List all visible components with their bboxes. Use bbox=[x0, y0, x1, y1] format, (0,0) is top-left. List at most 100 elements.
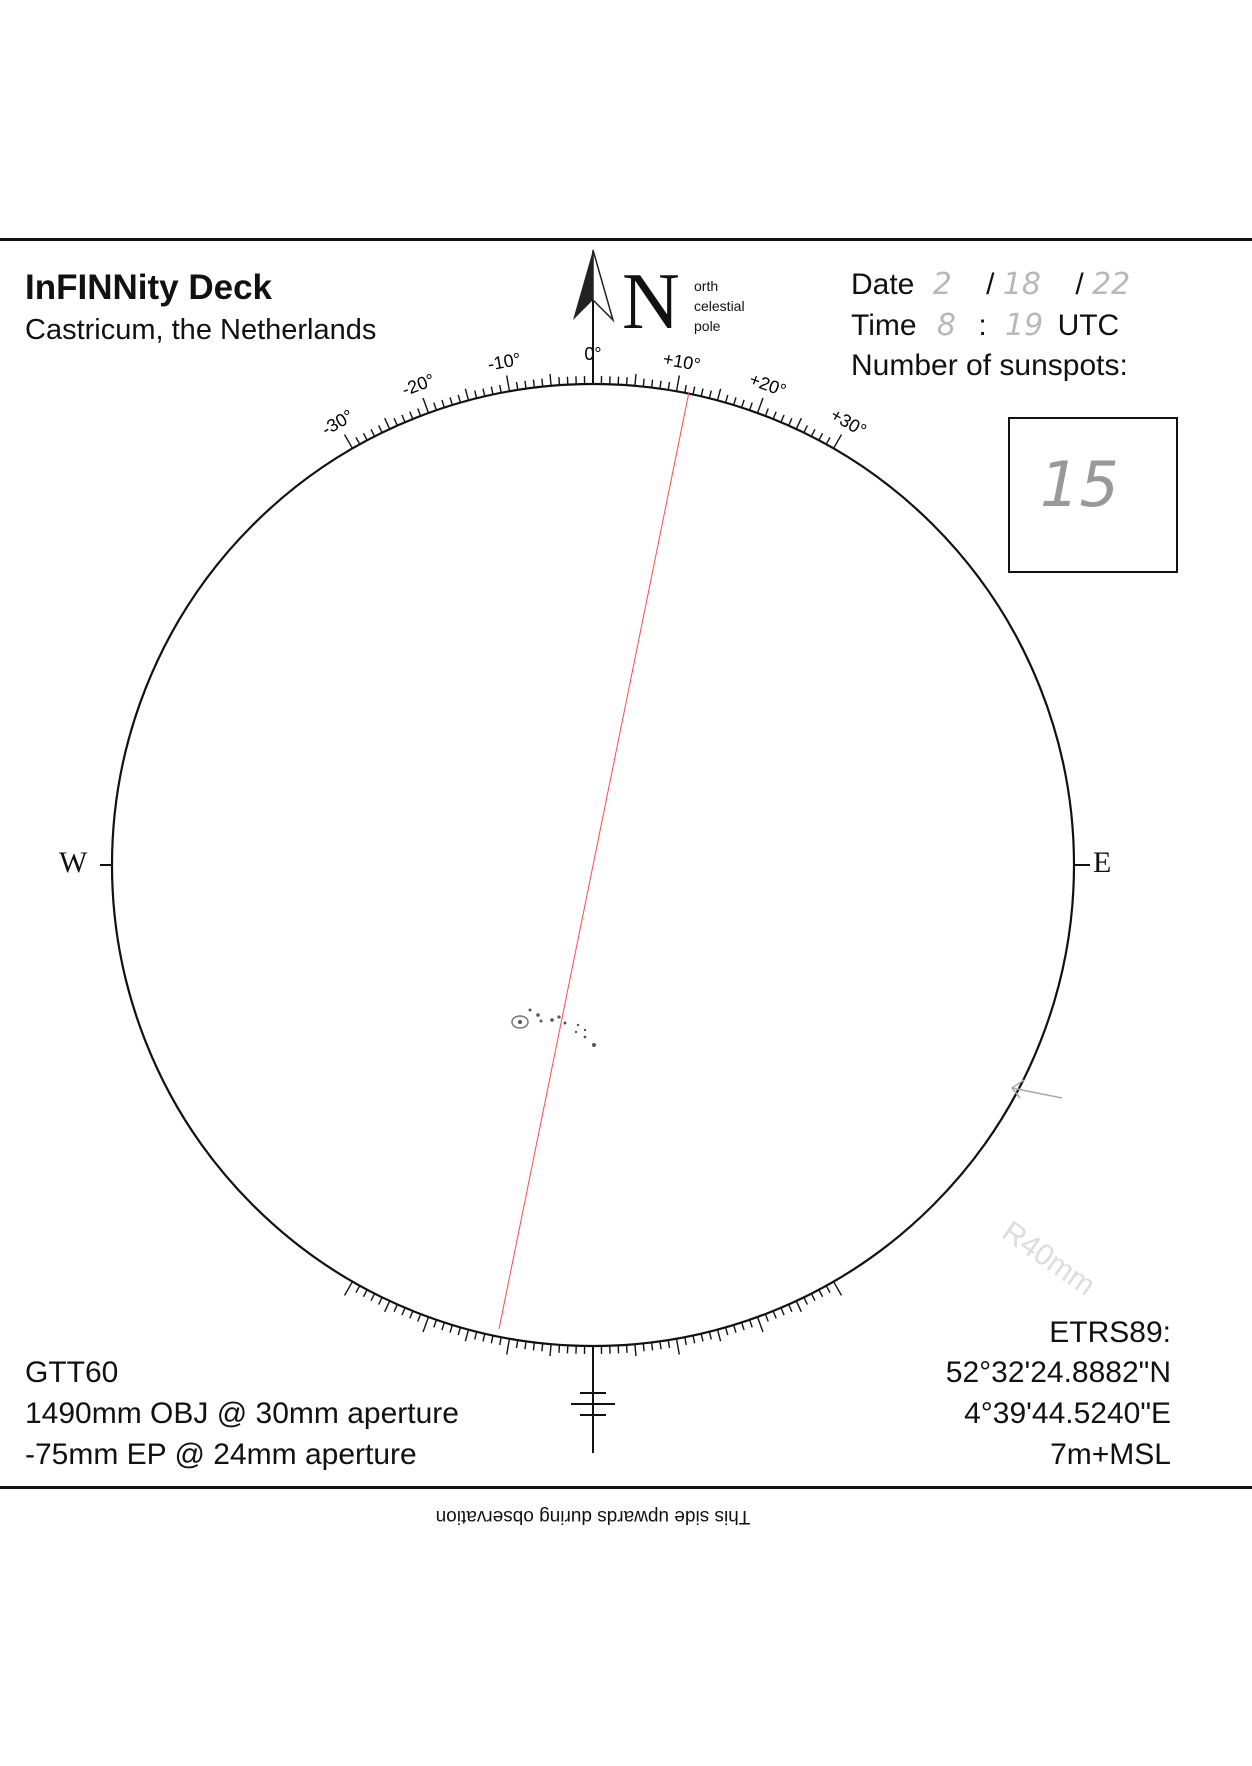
east-label: E bbox=[1093, 846, 1112, 879]
scale-tick bbox=[716, 388, 722, 401]
scale-tick bbox=[732, 397, 737, 406]
scale-tick bbox=[724, 394, 729, 403]
scale-tick bbox=[355, 1285, 361, 1294]
scale-tick bbox=[692, 386, 696, 395]
time-hour[interactable]: 8 bbox=[936, 308, 956, 343]
scale-tick bbox=[818, 432, 824, 441]
scale-tick bbox=[700, 388, 704, 397]
scale-tick bbox=[433, 402, 438, 411]
scale-tick bbox=[393, 417, 398, 426]
scale-tick bbox=[667, 1339, 671, 1349]
scale-tick bbox=[642, 1343, 645, 1352]
scale-label: -30° bbox=[318, 405, 357, 439]
scale-tick bbox=[532, 379, 536, 388]
scale-tick bbox=[659, 380, 662, 389]
scale-tick bbox=[764, 1313, 769, 1322]
scale-tick bbox=[409, 1310, 414, 1319]
north-caption: orth celestial pole bbox=[694, 276, 745, 336]
scale-tick bbox=[417, 1313, 422, 1322]
scale-tick bbox=[818, 1289, 824, 1298]
north-arrow-icon bbox=[573, 249, 615, 384]
scale-tick bbox=[625, 1344, 628, 1353]
scale-tick bbox=[700, 1333, 704, 1342]
position-latitude: 52°32'24.8882"N bbox=[945, 1356, 1171, 1389]
scale-tick bbox=[343, 1281, 354, 1296]
scale-tick bbox=[625, 377, 628, 386]
scale-tick bbox=[449, 1324, 454, 1333]
scale-tick bbox=[499, 384, 502, 393]
time-row: Time 8 : 19 UTC bbox=[851, 308, 1119, 343]
scale-tick bbox=[772, 1310, 777, 1319]
scale-tick bbox=[740, 1322, 745, 1331]
scale-tick bbox=[378, 425, 383, 433]
scale-tick bbox=[788, 1304, 793, 1313]
scale-tick bbox=[515, 1339, 519, 1349]
scale-tick bbox=[355, 436, 361, 445]
date-separator: / bbox=[986, 268, 995, 301]
west-label: W bbox=[59, 846, 88, 879]
scale-tick bbox=[732, 1324, 737, 1333]
scale-tick bbox=[764, 408, 769, 417]
scale-tick bbox=[756, 397, 764, 414]
scale-tick bbox=[409, 411, 414, 420]
scale-tick bbox=[362, 432, 368, 441]
scale-tick bbox=[362, 1289, 368, 1298]
position-altitude: 7m+MSL bbox=[1050, 1438, 1171, 1471]
scale-tick bbox=[795, 1300, 802, 1313]
north-letter: N bbox=[622, 258, 680, 346]
scale-tick bbox=[384, 417, 391, 430]
scale-tick bbox=[558, 377, 561, 386]
scale-tick bbox=[524, 1341, 527, 1350]
date-day[interactable]: 18 bbox=[1002, 267, 1042, 302]
scale-tick bbox=[659, 1341, 662, 1350]
date-year[interactable]: 22 bbox=[1092, 267, 1131, 302]
time-minute[interactable]: 19 bbox=[1005, 308, 1044, 343]
sunspot-group bbox=[511, 1008, 596, 1047]
scale-tick bbox=[549, 1344, 552, 1357]
scale-tick bbox=[541, 378, 544, 387]
time-zone: UTC bbox=[1057, 309, 1120, 342]
scale-tick bbox=[803, 425, 808, 433]
scale-tick bbox=[482, 1333, 486, 1342]
scale-label: +30° bbox=[827, 404, 870, 440]
scale-tick bbox=[422, 1316, 430, 1333]
scale-tick bbox=[490, 1335, 494, 1344]
scale-tick bbox=[832, 1281, 843, 1296]
scale-label: -20° bbox=[399, 370, 437, 400]
scale-tick bbox=[393, 1304, 398, 1313]
scale-tick bbox=[524, 380, 527, 389]
scale-tick bbox=[780, 1307, 785, 1316]
scale-tick bbox=[482, 388, 486, 397]
scale-tick bbox=[642, 378, 645, 387]
sunspots-label: Number of sunspots: bbox=[851, 349, 1128, 382]
scale-tick bbox=[810, 1293, 816, 1302]
scale-tick bbox=[788, 417, 793, 426]
scale-label: +10° bbox=[661, 349, 702, 375]
limb-arrow-icon bbox=[1010, 1079, 1063, 1099]
time-separator: : bbox=[978, 309, 987, 342]
scale-tick bbox=[532, 1342, 536, 1351]
scale-tick bbox=[490, 386, 494, 395]
scale-tick bbox=[417, 408, 422, 417]
solar-axis-line bbox=[498, 391, 690, 1330]
sunspot-count-box[interactable] bbox=[1008, 417, 1178, 573]
scale-tick bbox=[401, 414, 406, 423]
scale-tick bbox=[756, 1316, 764, 1333]
scale-tick bbox=[401, 1307, 406, 1316]
date-month[interactable]: 2 bbox=[932, 267, 952, 302]
date-label: Date bbox=[851, 268, 915, 301]
scale-tick bbox=[740, 399, 745, 408]
scale-tick bbox=[748, 1319, 753, 1328]
scale-tick bbox=[515, 381, 519, 391]
scale-tick bbox=[825, 436, 831, 445]
scale-tick bbox=[370, 1293, 376, 1302]
scale-tick bbox=[650, 379, 654, 388]
scale-tick bbox=[464, 388, 470, 401]
scale-tick bbox=[780, 414, 785, 423]
scale-tick bbox=[499, 1337, 502, 1346]
scale-tick bbox=[370, 428, 376, 437]
scale-label: -10° bbox=[486, 349, 522, 374]
scale-tick bbox=[795, 417, 802, 430]
scale-tick bbox=[708, 1331, 712, 1340]
